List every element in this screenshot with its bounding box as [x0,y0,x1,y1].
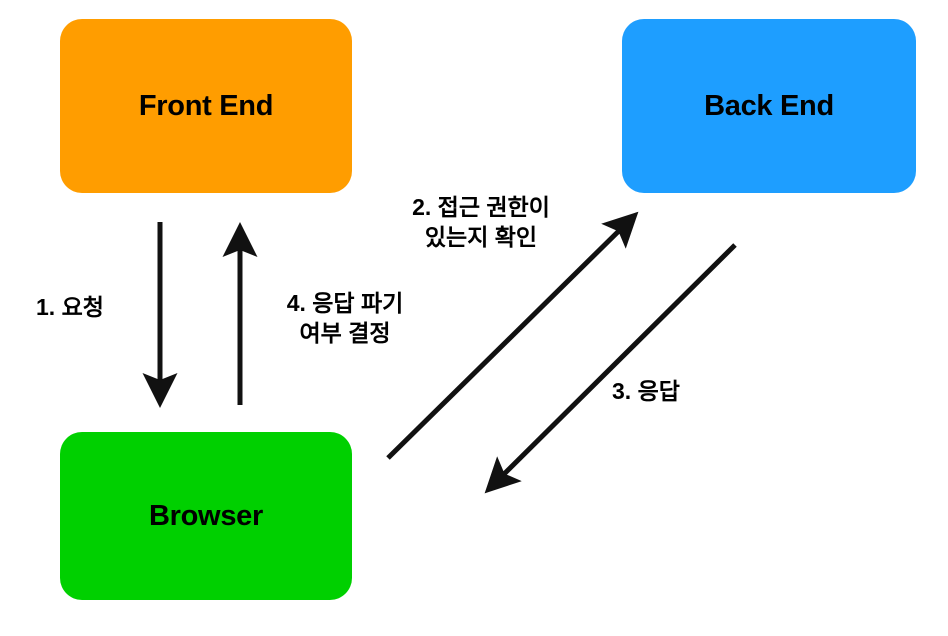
arrow-response [484,243,737,494]
node-front-end[interactable]: Front End [60,19,352,193]
node-back-end-label: Back End [704,89,834,122]
node-browser[interactable]: Browser [60,432,352,600]
edge-label-request: 1. 요청 [36,294,104,320]
edge-label-discard-decision: 4. 응답 파기 여부 결정 [286,290,404,347]
node-back-end[interactable]: Back End [622,19,916,193]
arrow-check-auth [386,211,639,460]
node-front-end-label: Front End [138,89,274,122]
edge-label-check-auth: 2. 접근 권한이 있는지 확인 [412,194,550,251]
node-browser-label: Browser [149,499,263,532]
edge-label-response: 3. 응답 [612,378,680,404]
